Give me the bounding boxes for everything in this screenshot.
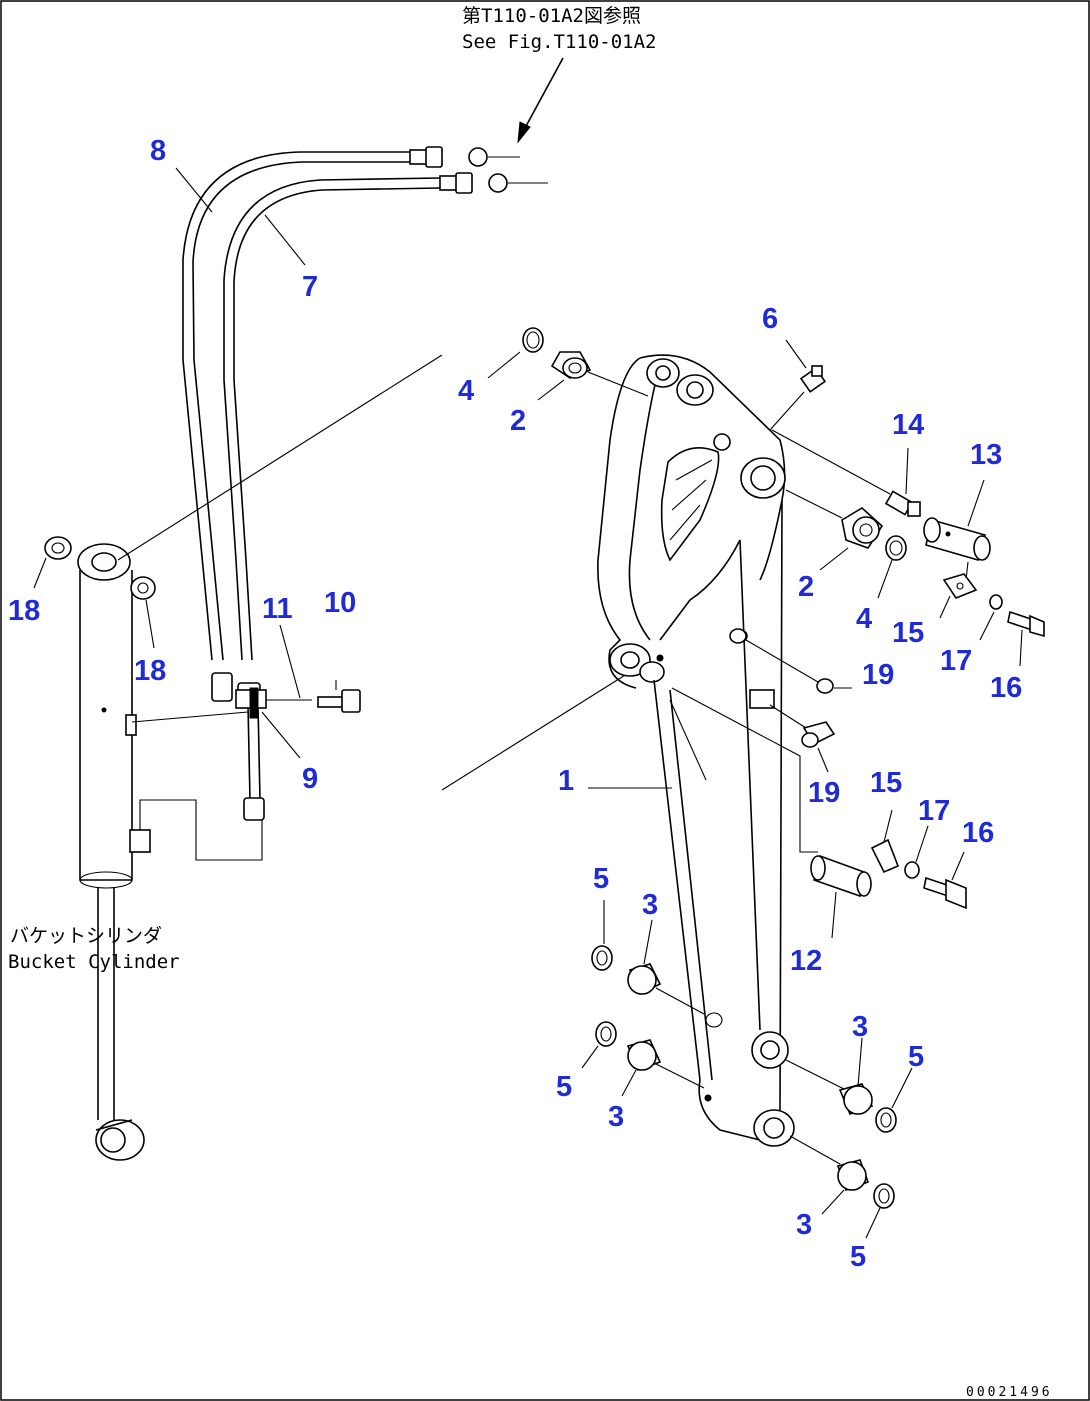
callout-9: 9 [302, 763, 318, 795]
callout-18: 18 [8, 595, 40, 627]
washer-17a [989, 594, 1003, 610]
bucket-cylinder [77, 543, 151, 1161]
grease-fitting-6 [799, 365, 827, 393]
callout-10: 10 [324, 587, 356, 619]
callout-18: 18 [134, 655, 166, 687]
callout-2: 2 [510, 405, 526, 437]
leader-8 [175, 167, 213, 213]
callout-3: 3 [796, 1209, 812, 1241]
callout-1: 1 [558, 765, 574, 797]
callout-5: 5 [908, 1041, 924, 1073]
hose-assembly [182, 146, 548, 821]
callout-4: 4 [856, 603, 872, 635]
reference-en: See Fig.T110-01A2 [462, 31, 656, 53]
leader-11 [279, 624, 301, 699]
bushing-3c [838, 1083, 874, 1116]
reference-arrow [517, 57, 564, 144]
seal-5c [875, 1107, 897, 1133]
leader-9 [261, 711, 301, 759]
callout-17: 17 [918, 795, 950, 827]
plate-19b [801, 721, 836, 748]
callout-5: 5 [850, 1241, 866, 1273]
callout-12: 12 [790, 945, 822, 977]
bushing-3a [627, 963, 662, 996]
callout-2: 2 [798, 571, 814, 603]
bushing-3b [626, 1039, 662, 1072]
route-box [139, 799, 263, 861]
callout-4: 4 [458, 375, 474, 407]
route-line [131, 711, 249, 723]
pin-axis-line-1 [117, 354, 443, 561]
callout-15: 15 [870, 767, 902, 799]
seal-5a [591, 945, 613, 971]
seal-4a [522, 327, 544, 353]
callout-8: 8 [150, 135, 166, 167]
callout-16: 16 [990, 672, 1022, 704]
callout-19: 19 [808, 777, 840, 809]
callout-7: 7 [302, 271, 318, 303]
document-id: 00021496 [966, 1385, 1053, 1400]
grease-fitting-14 [884, 490, 921, 517]
seal-5b [595, 1021, 617, 1047]
callout-numbers: 8 7 6 4 2 14 13 2 4 15 17 16 19 19 18 18… [8, 135, 1022, 1273]
bushing-2b [841, 507, 884, 549]
stopper-15b [870, 838, 900, 874]
bolt-10 [317, 680, 361, 713]
bolt-16b [923, 876, 967, 910]
pin12-route [671, 687, 818, 853]
pin-13 [923, 517, 991, 561]
cylinder-label-jp: バケットシリンダ [10, 925, 162, 947]
callout-3: 3 [608, 1101, 624, 1133]
callout-11: 11 [262, 593, 293, 625]
leader-7 [264, 214, 306, 266]
callout-13: 13 [970, 439, 1002, 471]
callout-3: 3 [852, 1011, 868, 1043]
washer-17b [904, 861, 920, 879]
reference-jp: 第T110-01A2図参照 [462, 5, 641, 27]
cylinder-label-en: Bucket Cylinder [8, 951, 180, 973]
plug-19a [729, 628, 834, 694]
callout-5: 5 [556, 1071, 572, 1103]
arm-assembly [597, 354, 795, 1147]
pin-12 [810, 854, 872, 898]
callout-17: 17 [940, 645, 972, 677]
bushing-3d [836, 1159, 870, 1192]
seal-4b [885, 535, 907, 561]
callout-16: 16 [962, 817, 994, 849]
callout-15: 15 [892, 617, 924, 649]
callout-6: 6 [762, 303, 778, 335]
washer-18a [44, 536, 72, 560]
washer-18b [130, 576, 156, 600]
callout-14: 14 [892, 409, 924, 441]
pin-axis-line-2 [441, 671, 631, 791]
stopper-15a [942, 573, 978, 599]
seal-5d [873, 1183, 895, 1209]
callout-5: 5 [593, 863, 609, 895]
bolt-16a [1007, 610, 1045, 638]
callout-3: 3 [642, 889, 658, 921]
callout-19: 19 [862, 659, 894, 691]
bushing-2a [550, 351, 592, 379]
